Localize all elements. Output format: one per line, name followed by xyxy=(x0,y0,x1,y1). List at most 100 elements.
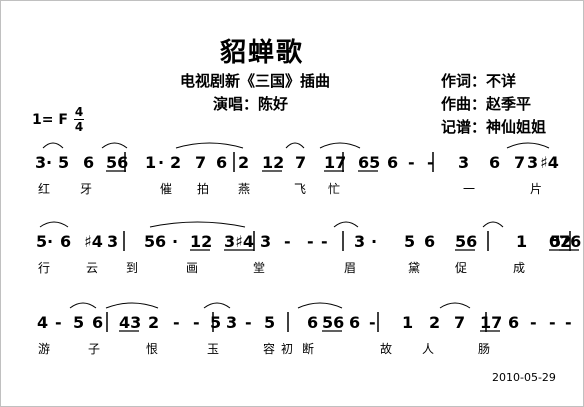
lyric-syllable: 断 xyxy=(302,341,314,356)
note: 3♯4 xyxy=(224,232,254,251)
lyricist-credit: 作词：不详 xyxy=(441,72,517,90)
note: 17 xyxy=(324,153,346,172)
note: 02 xyxy=(549,232,571,251)
slur-arc xyxy=(439,302,471,309)
lyric-syllable: 云 xyxy=(86,261,98,275)
note: 7 xyxy=(295,153,306,172)
note: 6 xyxy=(424,232,435,251)
note: - xyxy=(565,313,572,332)
key-signature: 1= F xyxy=(32,112,68,128)
note: 1 xyxy=(516,232,527,251)
note: 5 xyxy=(210,313,221,332)
note: 5 xyxy=(58,153,69,172)
note: 5 xyxy=(264,313,275,332)
note: 1 xyxy=(402,313,413,332)
slur-arc xyxy=(42,142,64,149)
lyric-syllable: 子 xyxy=(88,342,100,356)
note: - xyxy=(549,313,556,332)
note: - xyxy=(321,232,328,251)
slur-arc xyxy=(297,302,343,309)
note: 5 xyxy=(36,232,47,251)
note: - xyxy=(245,313,252,332)
note: 2 xyxy=(429,313,440,332)
lyric-syllable: 堂 xyxy=(253,261,265,275)
note: 2 xyxy=(148,313,159,332)
time-signature: 4 4 xyxy=(74,106,84,133)
note: · xyxy=(47,232,53,251)
lyric-syllable: 拍 xyxy=(197,181,209,196)
composer-credit: 作曲：赵季平 xyxy=(441,95,532,113)
slur-arc xyxy=(105,302,159,309)
note: - xyxy=(408,153,415,172)
lyric-syllable: 故 xyxy=(380,341,392,356)
note: · xyxy=(371,232,377,251)
song-subtitle: 电视剧新《三国》插曲 xyxy=(180,72,331,90)
note: 56 xyxy=(322,313,344,332)
lyric-syllable: 游 xyxy=(38,342,50,356)
lyric-syllable: 催 xyxy=(160,182,172,196)
note: ♯4 xyxy=(84,232,103,251)
note: 6 xyxy=(307,313,318,332)
lyric-syllable: 到 xyxy=(126,261,138,275)
note: 6 xyxy=(508,313,519,332)
note: - xyxy=(369,313,376,332)
note: 7 xyxy=(454,313,465,332)
slur-arc xyxy=(101,142,128,149)
slur-arc xyxy=(333,221,359,228)
note: 3 xyxy=(260,232,271,251)
lyric-syllable: 画 xyxy=(186,261,198,275)
note: - xyxy=(55,313,62,332)
note: - xyxy=(427,153,434,172)
note: - xyxy=(193,313,200,332)
time-sig-numerator: 4 xyxy=(74,105,84,119)
transcriber-credit: 记谱：神仙姐姐 xyxy=(441,118,547,136)
note: 6 xyxy=(349,313,360,332)
lyric-syllable: 初 xyxy=(281,342,293,356)
slur-arc xyxy=(149,221,246,228)
note: 6 xyxy=(387,153,398,172)
lyric-syllable: 忙 xyxy=(328,182,340,196)
note: 6 xyxy=(83,153,94,172)
lyric-syllable: 行 xyxy=(38,261,50,275)
lyric-syllable: 促 xyxy=(455,261,467,275)
slur-arc xyxy=(175,142,244,149)
note: 5 xyxy=(404,232,415,251)
note: · xyxy=(46,153,52,172)
lyric-syllable: 眉 xyxy=(344,261,356,275)
note: 56 xyxy=(106,153,128,172)
note: 17 xyxy=(480,313,502,332)
lyric-syllable: 牙 xyxy=(80,182,92,196)
note: 2 xyxy=(170,153,181,172)
lyric-syllable: 人 xyxy=(422,342,434,356)
lyric-syllable: 黛 xyxy=(408,261,420,275)
slur-arc xyxy=(319,142,361,149)
note: 6 xyxy=(92,313,103,332)
note: 7 xyxy=(514,153,525,172)
note: ♯4 xyxy=(540,153,559,172)
note: 5 xyxy=(550,232,561,251)
note: - xyxy=(307,232,314,251)
note: 6 xyxy=(216,153,227,172)
lyric-syllable: 恨 xyxy=(146,342,158,356)
slur-arc xyxy=(69,302,97,309)
note: · xyxy=(158,153,164,172)
note: - xyxy=(173,313,180,332)
date-stamp: 2010-05-29 xyxy=(492,371,556,384)
note: 5 xyxy=(73,313,84,332)
slur-arc xyxy=(39,221,69,228)
note: 6 xyxy=(155,232,166,251)
note: 56 xyxy=(455,232,477,251)
note: 2 xyxy=(238,153,249,172)
note: 3 xyxy=(458,153,469,172)
note: - xyxy=(284,232,291,251)
lyric-syllable: 一 xyxy=(463,182,475,196)
slur-arc xyxy=(506,142,550,149)
note: 3 xyxy=(226,313,237,332)
note: 3 xyxy=(527,153,538,172)
lyric-syllable: 燕 xyxy=(238,182,250,196)
note: 5 xyxy=(144,232,155,251)
slur-arc xyxy=(482,221,504,228)
note: 12 xyxy=(262,153,284,172)
lyric-syllable: 飞 xyxy=(294,182,306,196)
